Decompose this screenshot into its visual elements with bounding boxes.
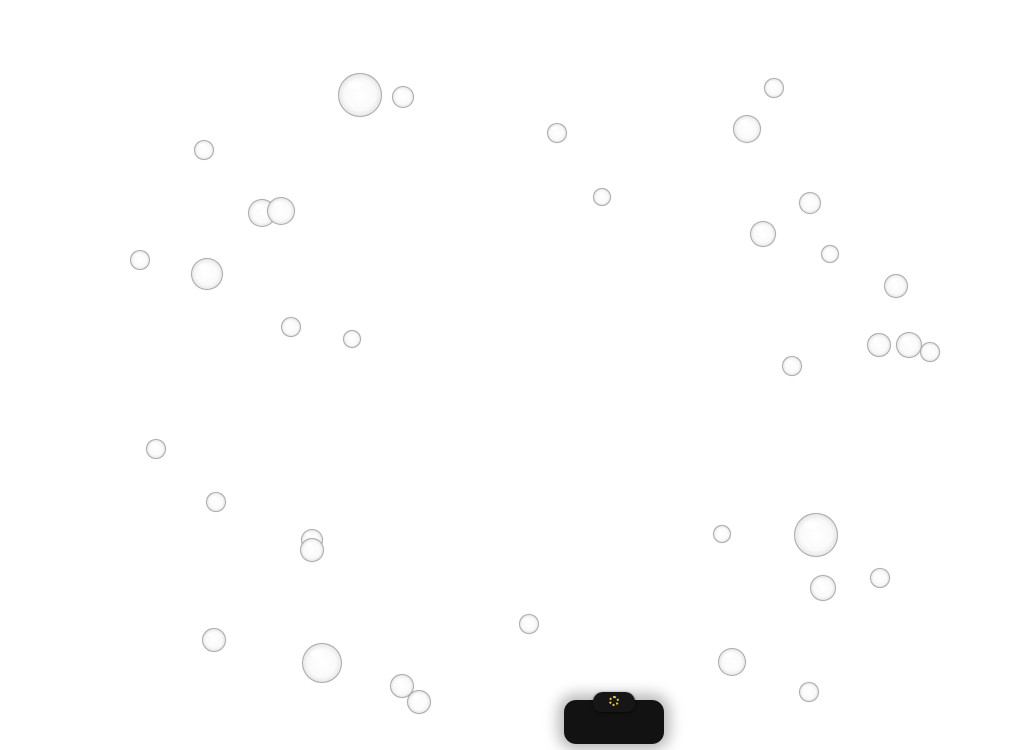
bubble[interactable] bbox=[920, 342, 940, 362]
bubble[interactable] bbox=[799, 682, 819, 702]
bubble[interactable] bbox=[821, 245, 839, 263]
bubble[interactable] bbox=[764, 78, 784, 98]
bubble[interactable] bbox=[338, 73, 382, 117]
bubble[interactable] bbox=[281, 317, 301, 337]
bubble[interactable] bbox=[194, 140, 214, 160]
bubble[interactable] bbox=[782, 356, 802, 376]
bubble[interactable] bbox=[343, 330, 361, 348]
bubble[interactable] bbox=[547, 123, 567, 143]
bubble[interactable] bbox=[392, 86, 414, 108]
bubble[interactable] bbox=[300, 538, 324, 562]
bubble[interactable] bbox=[750, 221, 776, 247]
loading-spinner-icon bbox=[609, 696, 619, 706]
bubble[interactable] bbox=[146, 439, 166, 459]
bubble[interactable] bbox=[130, 250, 150, 270]
bubble[interactable] bbox=[191, 258, 223, 290]
bubble[interactable] bbox=[810, 575, 836, 601]
bubble[interactable] bbox=[794, 513, 838, 557]
bubble[interactable] bbox=[302, 643, 342, 683]
bubble[interactable] bbox=[267, 197, 295, 225]
bubble[interactable] bbox=[206, 492, 226, 512]
bubble[interactable] bbox=[718, 648, 746, 676]
bubble[interactable] bbox=[519, 614, 539, 634]
bubble[interactable] bbox=[799, 192, 821, 214]
bubble[interactable] bbox=[867, 333, 891, 357]
bubble[interactable] bbox=[593, 188, 611, 206]
bubble[interactable] bbox=[870, 568, 890, 588]
bubble[interactable] bbox=[896, 332, 922, 358]
bubble[interactable] bbox=[407, 690, 431, 714]
bubble[interactable] bbox=[713, 525, 731, 543]
bubble[interactable] bbox=[884, 274, 908, 298]
bubble[interactable] bbox=[202, 628, 226, 652]
bubble[interactable] bbox=[733, 115, 761, 143]
